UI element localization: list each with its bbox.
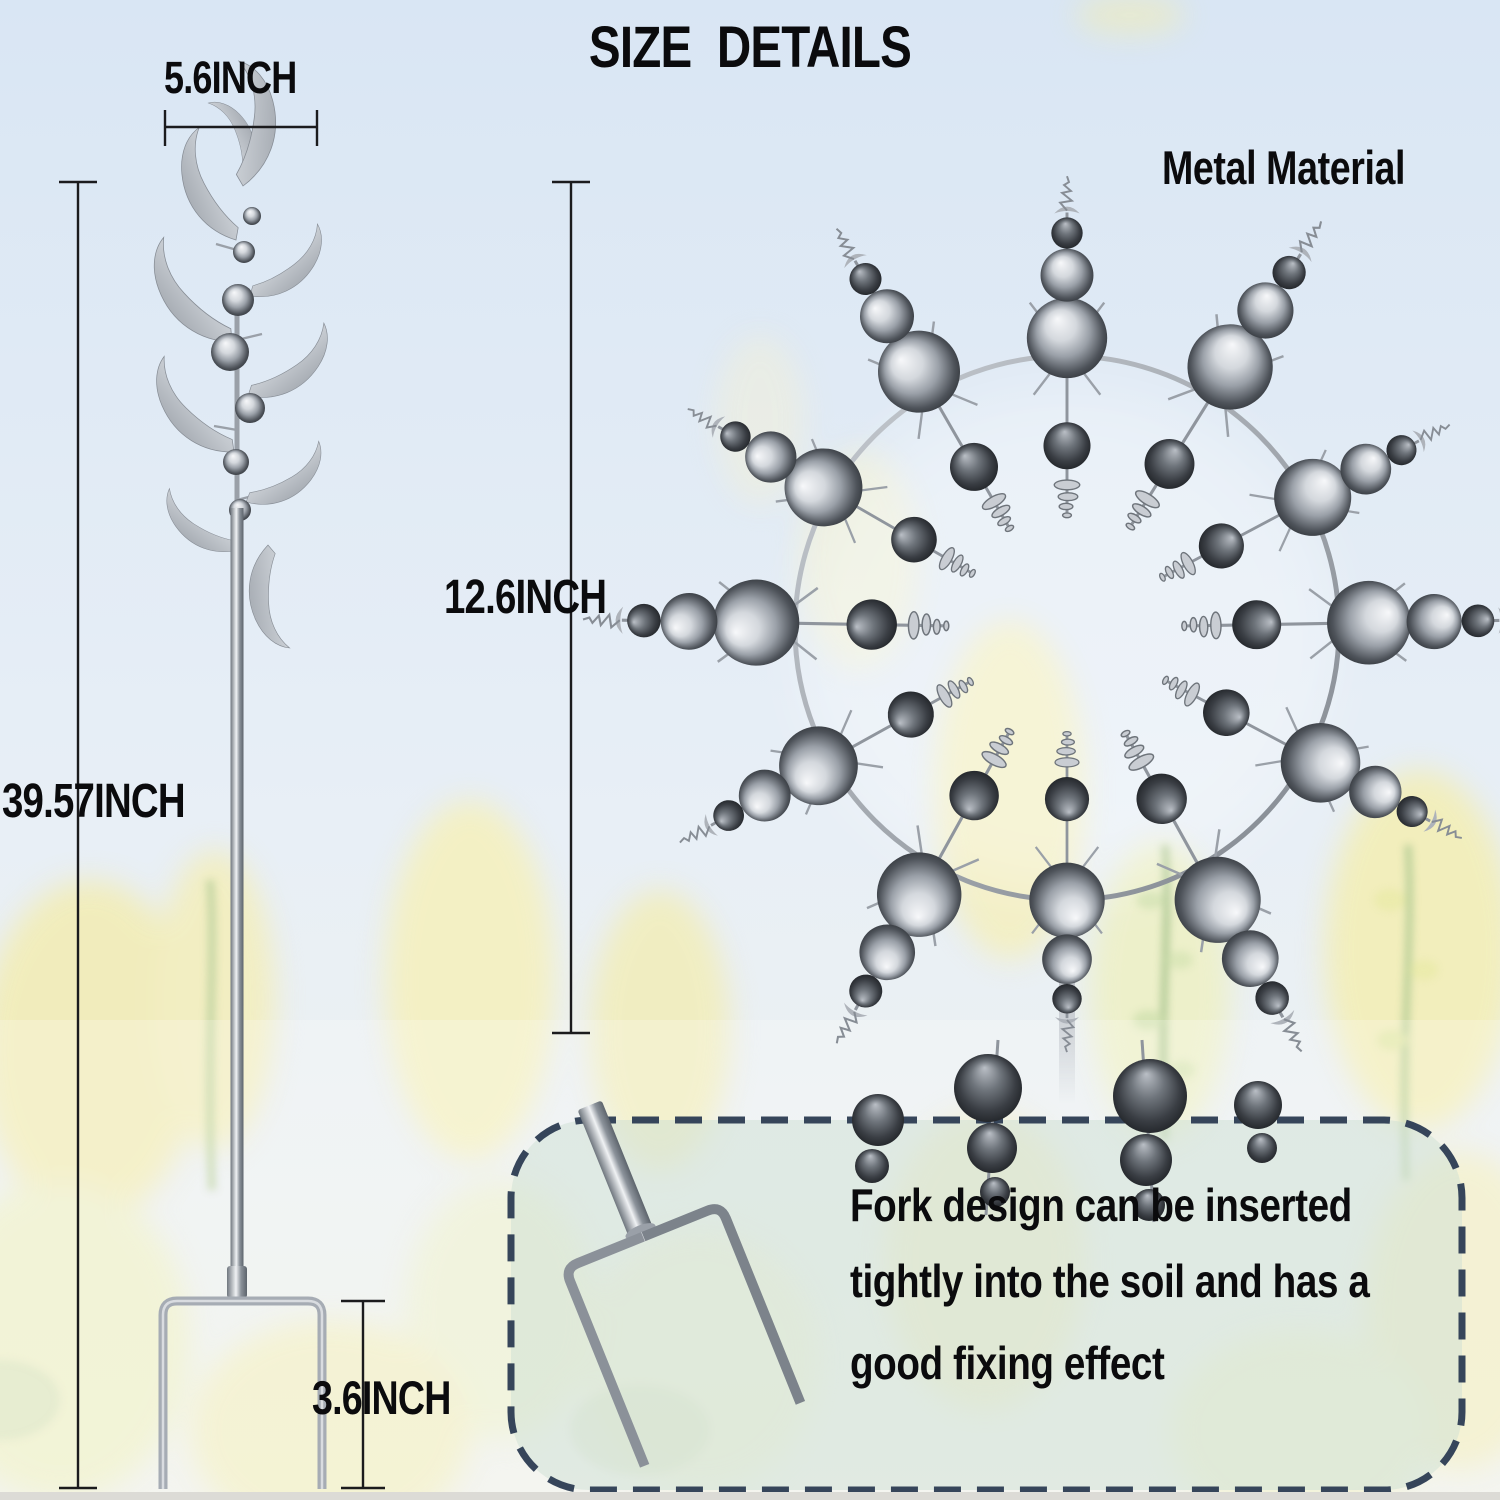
dim-label-wheel-height: 12.6INCH [444,571,607,624]
dimension-total-height-line [59,180,97,1490]
dimension-wheel-height-line [552,180,590,1035]
info-box-fork [563,1101,806,1468]
info-box-text-line1: Fork design can be inserted [850,1179,1352,1231]
left-spinner [151,54,334,1489]
dim-label-spinner-width: 5.6INCH [164,52,297,103]
wheel-center-glow [797,385,1337,895]
dim-label-total-height: 39.57INCH [2,775,186,828]
info-box-text-line2: tightly into the soil and has a [850,1255,1370,1307]
dimension-fork-height-line [341,1299,385,1490]
info-box-text-line3: good fixing effect [850,1337,1165,1389]
dim-label-fork-height: 3.6INCH [312,1371,451,1424]
bottom-strip [0,1492,1500,1500]
right-wheel [580,174,1500,1223]
dimension-width-line [163,110,319,146]
left-spinner-pole [230,508,244,1302]
page-title: SIZE DETAILS [588,15,912,80]
material-label: Metal Material [1162,141,1406,194]
wheel-bottom-cluster [852,1039,1282,1223]
